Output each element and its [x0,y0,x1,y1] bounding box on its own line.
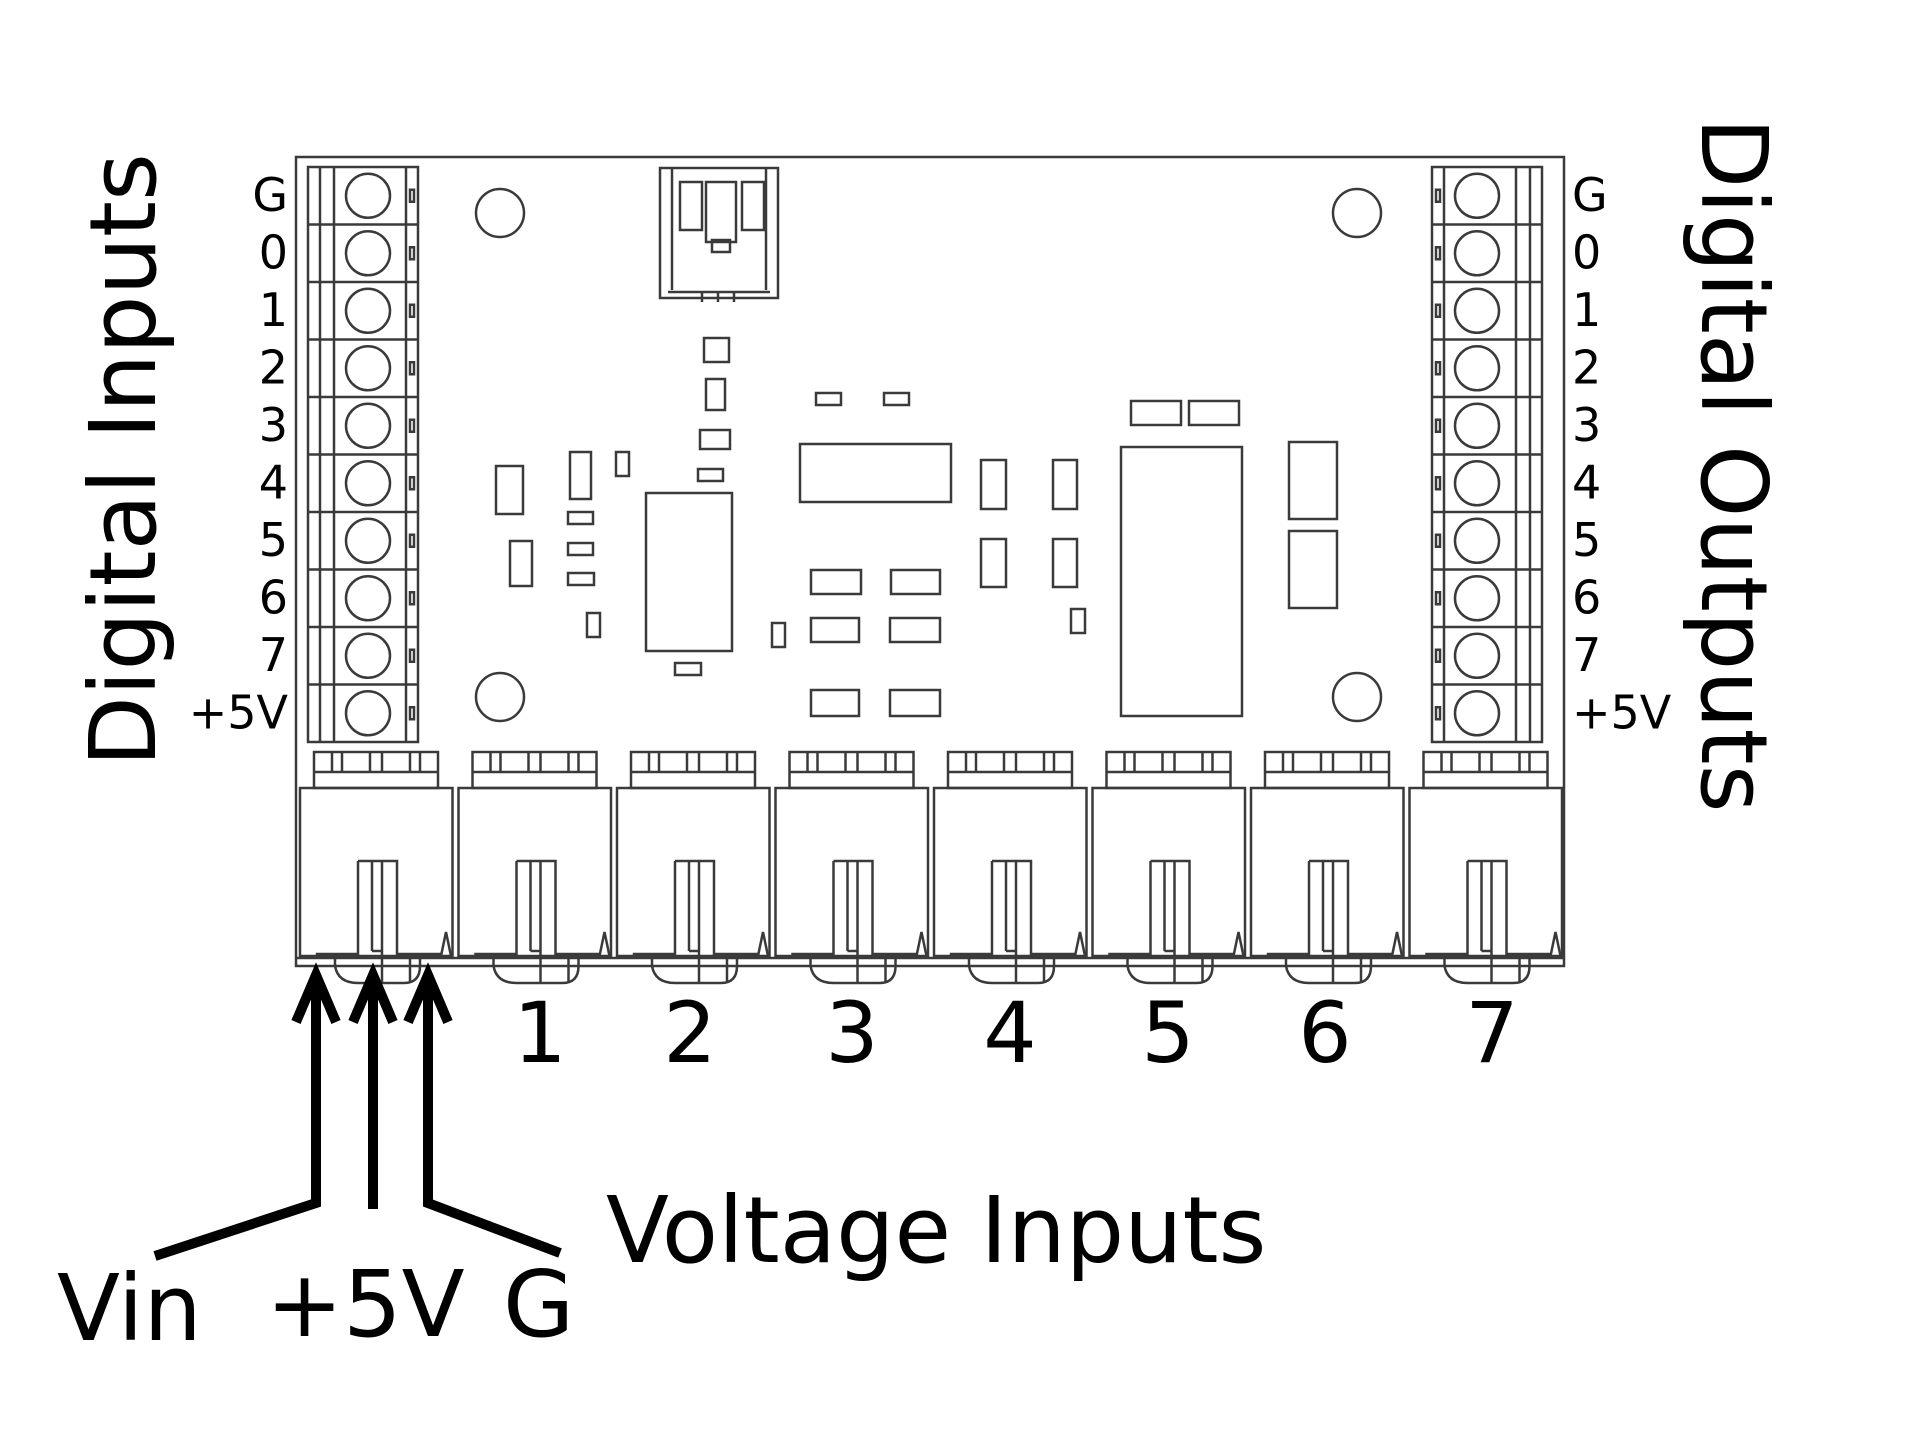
left-pin-label: 0 [259,226,288,280]
screw-terminal [344,460,392,507]
sensor-connector [457,750,613,985]
left-pin-label: 7 [259,628,288,682]
sensor-connector [1249,750,1405,985]
right-terminal-block [1430,165,1544,744]
left-pin-label: 2 [259,341,288,395]
connector-number-label: 4 [983,984,1036,1082]
right-pin-label: 2 [1572,341,1601,395]
sensor-connector [1408,750,1564,985]
screw-terminal [344,517,392,564]
screw-terminal [344,402,392,449]
pcb-board [294,155,1566,985]
voltage-inputs-title: Voltage Inputs [606,1177,1267,1284]
connector-number-label: 5 [1141,984,1194,1082]
left-pin-label: +5V [189,686,289,740]
screw-terminal [1453,575,1501,622]
screw-terminal [1453,517,1501,564]
sensor-connector [615,750,771,985]
mounting-hole [1331,187,1383,239]
arrow-up-icon [153,962,341,1261]
voltage-input-arrows [153,962,562,1261]
right-pin-label: 0 [1572,226,1601,280]
screw-terminal [1453,460,1501,507]
right-pin-label: G [1572,168,1608,222]
board-outline [294,155,1566,968]
bottom-connectors [298,750,1564,985]
mounting-hole [474,671,526,723]
screw-terminal [1453,690,1501,737]
power-pin-label-g: G [503,1251,574,1358]
screw-terminal [344,632,392,679]
digital-inputs-title: Digital Inputs [70,153,177,767]
right-pin-label: 4 [1572,456,1601,510]
arrow-up-icon [348,962,398,1209]
screw-terminal [1453,345,1501,392]
right-pin-label: 1 [1572,283,1601,337]
left-pin-label: 5 [259,513,288,567]
screw-terminal [344,287,392,334]
right-pin-label: 6 [1572,571,1601,625]
smd-components [494,336,1339,718]
screw-terminal [1453,230,1501,277]
connector-number-label: 1 [513,984,566,1082]
left-pin-label: 6 [259,571,288,625]
screw-terminal [344,230,392,277]
screw-terminal [1453,287,1501,334]
power-pin-label-5v: +5V [266,1251,465,1358]
sensor-connector [932,750,1088,985]
screw-terminal [1453,402,1501,449]
left-pin-label: 1 [259,283,288,337]
right-pin-label: +5V [1572,686,1672,740]
screw-terminal [1453,172,1501,219]
left-pin-label: G [252,168,288,222]
connector-number-label: 2 [663,984,716,1082]
left-terminal-block [306,165,420,744]
mounting-hole [1331,671,1383,723]
sensor-connector [774,750,930,985]
right-pin-label: 5 [1572,513,1601,567]
right-pin-label: 3 [1572,398,1601,452]
power-pin-label-vin: Vin [57,1255,202,1362]
connector-number-label: 7 [1465,984,1518,1082]
connector-number-label: 6 [1298,984,1351,1082]
screw-terminal [344,575,392,622]
power-connector [298,750,454,985]
connector-number-label: 3 [825,984,878,1082]
left-pin-label: 4 [259,456,288,510]
mounting-hole [474,187,526,239]
left-pin-label: 3 [259,398,288,452]
usb-connector [658,166,780,302]
arrow-up-icon [403,962,562,1258]
screw-terminal [344,345,392,392]
screw-terminal [344,690,392,737]
digital-outputs-title: Digital Outputs [1680,117,1787,812]
screw-terminal [344,172,392,219]
sensor-connector [1091,750,1247,985]
screw-terminal [1453,632,1501,679]
right-pin-label: 7 [1572,628,1601,682]
